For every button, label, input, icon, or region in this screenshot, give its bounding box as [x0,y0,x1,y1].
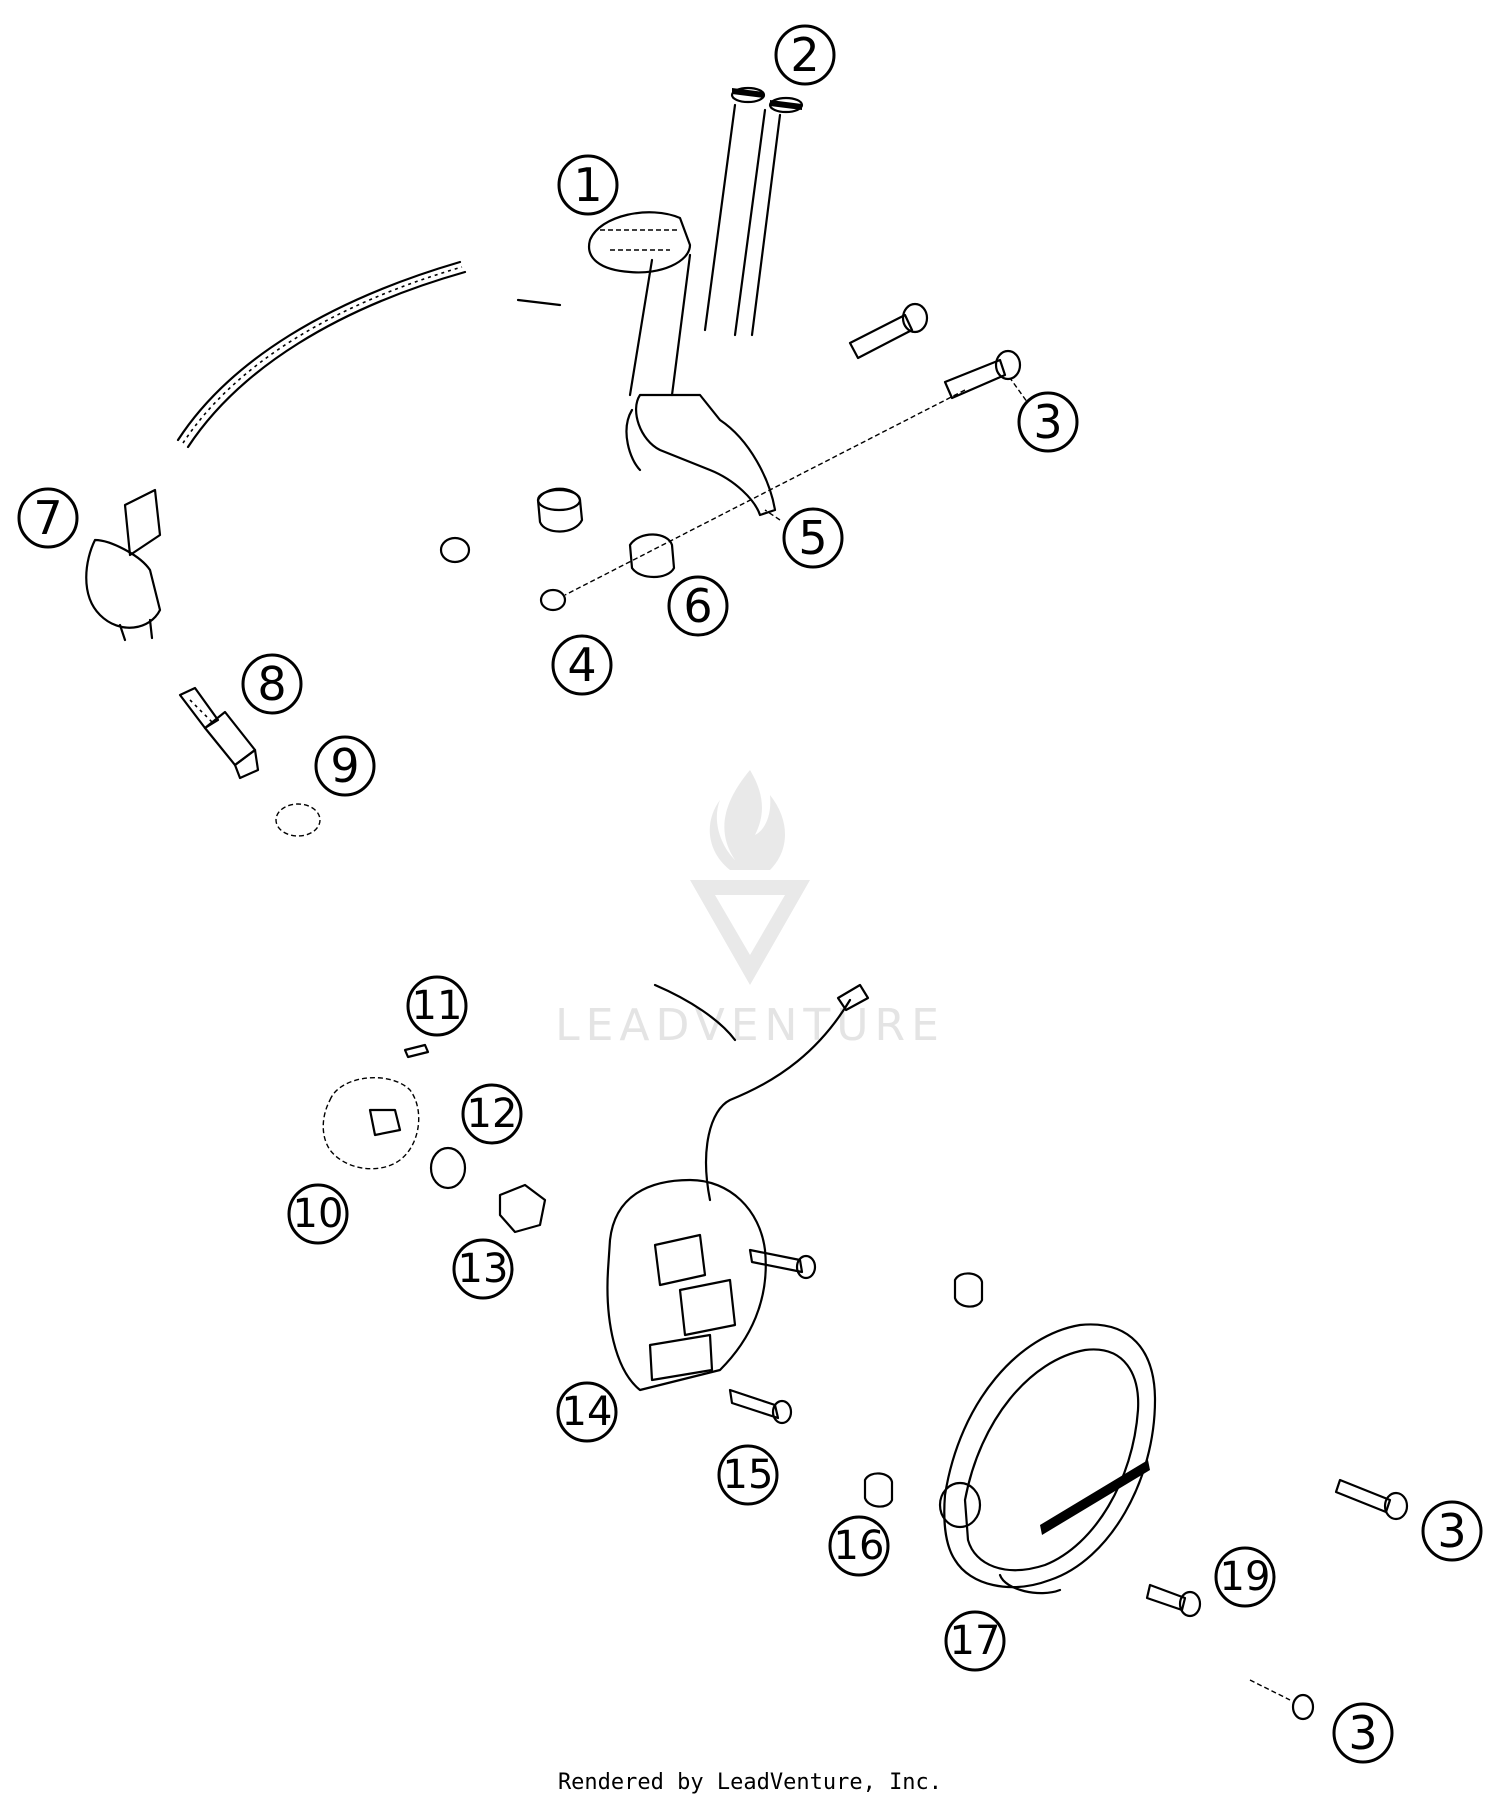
bolt-short [848,302,929,360]
callout-3-cover-upper: 3 [1421,1500,1483,1562]
callout-3-cover-lower: 3 [1332,1702,1394,1764]
callout-9: 9 [314,735,376,797]
svg-text:8: 8 [257,657,286,711]
ignition-coil [587,86,804,517]
callout-4: 4 [551,634,613,696]
svg-text:14: 14 [562,1389,613,1435]
watermark-logo: LEADVENTURE [555,770,945,1051]
ignition-wire [176,260,467,449]
ignition-cover [938,1323,1157,1595]
callout-13: 13 [452,1238,514,1300]
callout-8: 8 [241,653,303,715]
bolt-long [564,349,1022,596]
svg-text:1: 1 [573,158,602,212]
callout-12: 12 [461,1083,523,1145]
callout-10: 10 [287,1183,349,1245]
svg-text:12: 12 [467,1091,518,1137]
svg-text:3: 3 [1348,1706,1377,1760]
spark-plug [178,686,260,780]
svg-text:7: 7 [33,491,62,545]
spacer-parts [439,298,676,612]
callout-7: 7 [17,487,79,549]
svg-text:9: 9 [330,739,359,793]
stator [606,1178,767,1392]
svg-text:6: 6 [683,579,712,633]
stator-wire [653,983,870,1202]
stator-bolts [728,1248,817,1425]
callout-2: 2 [774,24,836,86]
svg-text:3: 3 [1437,1504,1466,1558]
callout-17: 17 [944,1610,1006,1672]
cover-bolts [1145,1478,1409,1721]
svg-text:17: 17 [950,1618,1001,1664]
callout-6: 6 [667,575,729,637]
svg-text:15: 15 [723,1452,774,1498]
spark-plug-cap [85,488,162,642]
svg-text:16: 16 [834,1523,885,1569]
watermark-text: LEADVENTURE [555,1000,945,1051]
svg-text:19: 19 [1220,1554,1271,1600]
callout-11: 11 [406,975,468,1037]
rotor-nut [498,1183,547,1234]
svg-text:3: 3 [1033,395,1062,449]
callout-3: 3 [1017,391,1079,453]
callout-1: 1 [557,154,619,216]
svg-text:11: 11 [412,983,463,1029]
callout-5: 5 [782,507,844,569]
leader-lines [764,377,1041,521]
rotor-washer [429,1146,467,1190]
svg-text:13: 13 [458,1246,509,1292]
dowel-pins [863,1272,984,1508]
washer [275,803,321,837]
callout-19: 19 [1214,1546,1276,1608]
svg-text:10: 10 [293,1191,344,1237]
callout-16: 16 [828,1515,890,1577]
rotor [322,1077,420,1170]
svg-text:5: 5 [798,511,827,565]
svg-text:2: 2 [790,28,819,82]
callout-15: 15 [717,1444,779,1506]
render-credit: Rendered by LeadVenture, Inc. [557,1770,943,1795]
callout-14: 14 [556,1381,618,1443]
key [403,1043,430,1059]
svg-text:4: 4 [567,638,596,692]
